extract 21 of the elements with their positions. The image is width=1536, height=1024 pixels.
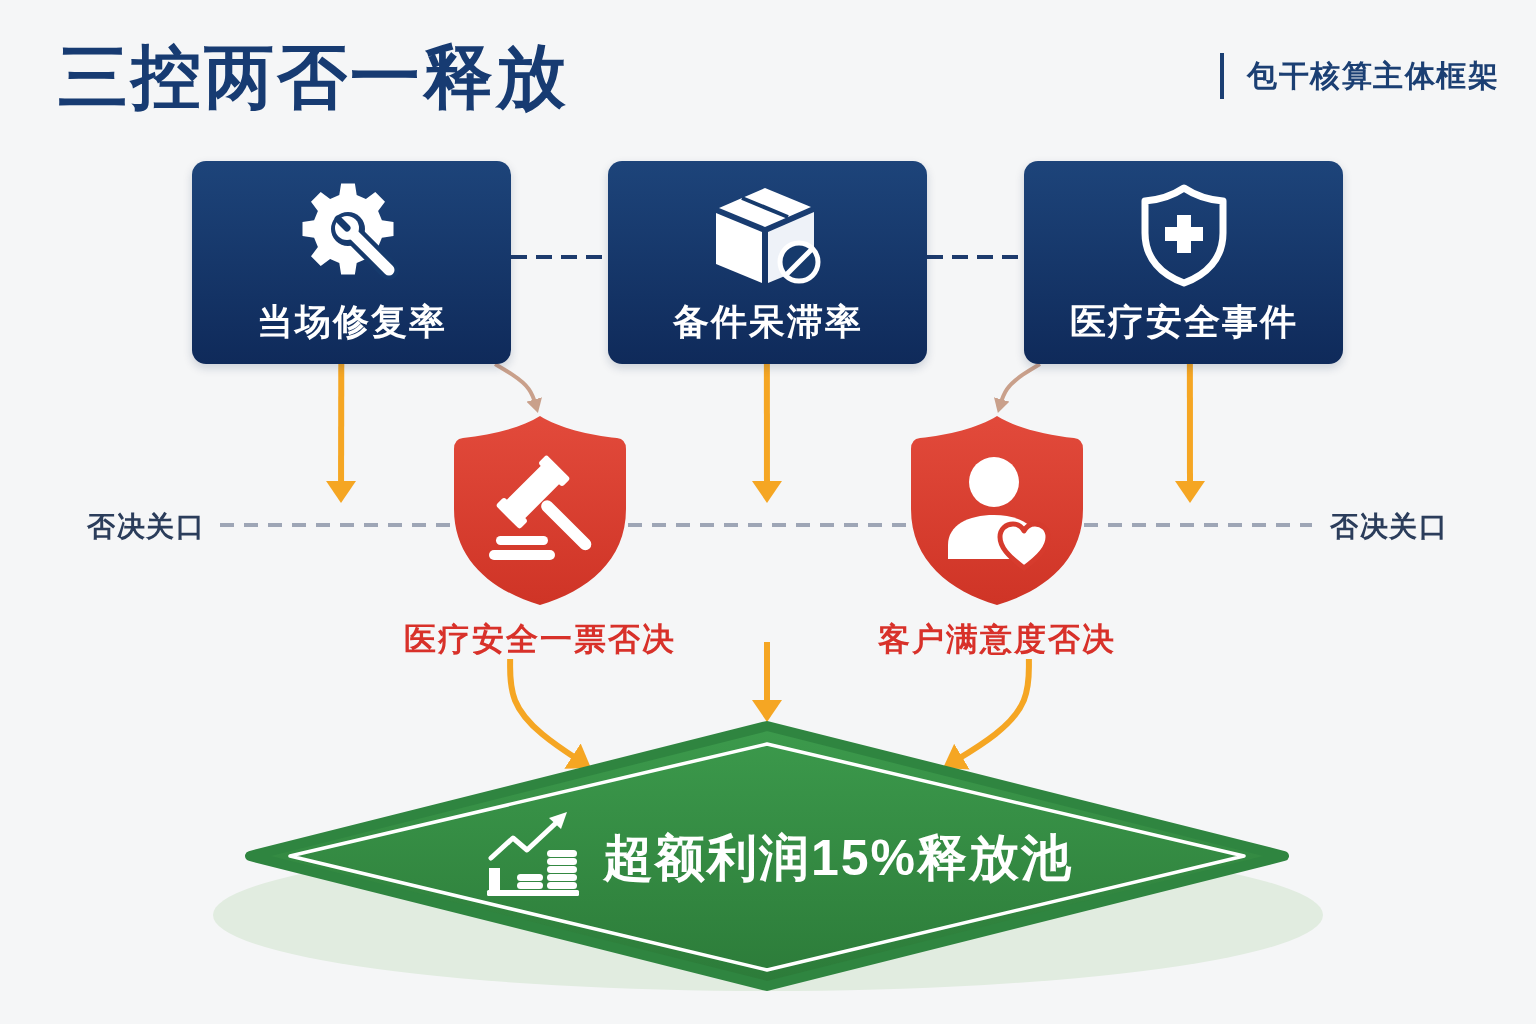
subtitle: 包干核算主体框架 [1247, 58, 1499, 94]
metric-card [608, 161, 927, 364]
title: 三控两否一释放 [58, 37, 569, 118]
arrow [326, 364, 357, 503]
gate-label: 否决关口 [1330, 510, 1448, 544]
card-label: 当场修复率 [256, 300, 447, 344]
arrow [494, 362, 542, 413]
card-label: 备件呆滞率 [672, 300, 863, 344]
metric-card [1024, 161, 1343, 364]
veto-label: 客户满意度否决 [878, 620, 1116, 659]
arrow [943, 659, 1032, 770]
arrow [1175, 364, 1205, 503]
veto-label: 医疗安全一票否决 [404, 620, 676, 659]
gate-label: 否决关口 [87, 510, 205, 544]
pool-label: 超额利润15%释放池 [603, 829, 1074, 888]
arrow [507, 659, 591, 769]
metric-card [192, 161, 511, 364]
arrow [994, 362, 1041, 413]
card-label: 医疗安全事件 [1069, 300, 1298, 344]
arrow [752, 364, 782, 503]
arrow [752, 642, 782, 722]
